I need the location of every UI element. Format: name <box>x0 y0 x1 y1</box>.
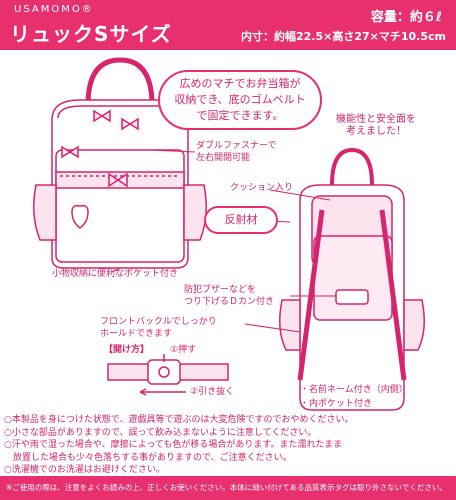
header-bar <box>0 0 456 50</box>
reflector-callout: 反射材 <box>204 206 278 234</box>
caution-text: ※ご使用の際は、注意をよくお読みの上、正しくお使いください。本体に縫い付けてある… <box>6 483 447 492</box>
note-line: ○汗や雨で湿った場合や、摩擦によっても色が移る場合があります。また濡れたまま <box>4 440 343 450</box>
note-line: 放置した場合も少々色落ちする事がありますので、ご注意ください。 <box>4 452 292 463</box>
footer-bar <box>0 476 456 500</box>
front-backpack-drawing <box>33 57 207 269</box>
small-pocket-callout: 小物収納に便利なポケット付き <box>52 269 179 279</box>
note-line: ○本製品を身につけた状態で、遊戯具等で遊ぶのは大変危険ですのでおやめください。 <box>4 415 354 425</box>
zipper-callout: ダブルファスナーで 左右開閉可能 <box>196 141 277 163</box>
buzzer-callout: 防犯ブザーなどを つり下げるＤカン付き <box>184 285 275 307</box>
lunchbox-callout: 広めのマチでお弁当箱が 収納でき、底のゴムベルト で固定できます。 <box>158 70 322 130</box>
step-push-label: ①押す <box>170 345 197 355</box>
how-to-open-label: 【開け方】 <box>104 345 150 355</box>
step-pull-label: ②引き抜く <box>190 387 235 397</box>
brand-logo: USAMOMO® <box>14 4 94 15</box>
cushion-callout: クッション入り <box>230 183 294 193</box>
page-title: リュックSサイズ <box>10 22 172 46</box>
dimensions-label: 内寸：約幅22.5×高さ27×マチ10.5cm <box>240 30 446 43</box>
function-safety-callout: 機能性と安全面を 考えました！ <box>336 114 416 137</box>
buckle-callout: フロントバックルでしっかり ホールドできます <box>100 317 217 339</box>
inner-pocket-note: ・内ポケット付き <box>300 399 373 409</box>
capacity-label: 容量：約６ℓ <box>370 10 442 25</box>
buckle-drawing <box>107 354 229 396</box>
note-line: ○洗濯機でのお洗濯はお避けください。 <box>4 465 165 475</box>
note-line: ○小さな部品がありますので、誤って飲み込まないように注意してください。 <box>4 427 317 438</box>
name-tag-note: ・名前ネーム付き（内側） <box>300 385 408 395</box>
back-backpack-drawing <box>279 147 425 411</box>
